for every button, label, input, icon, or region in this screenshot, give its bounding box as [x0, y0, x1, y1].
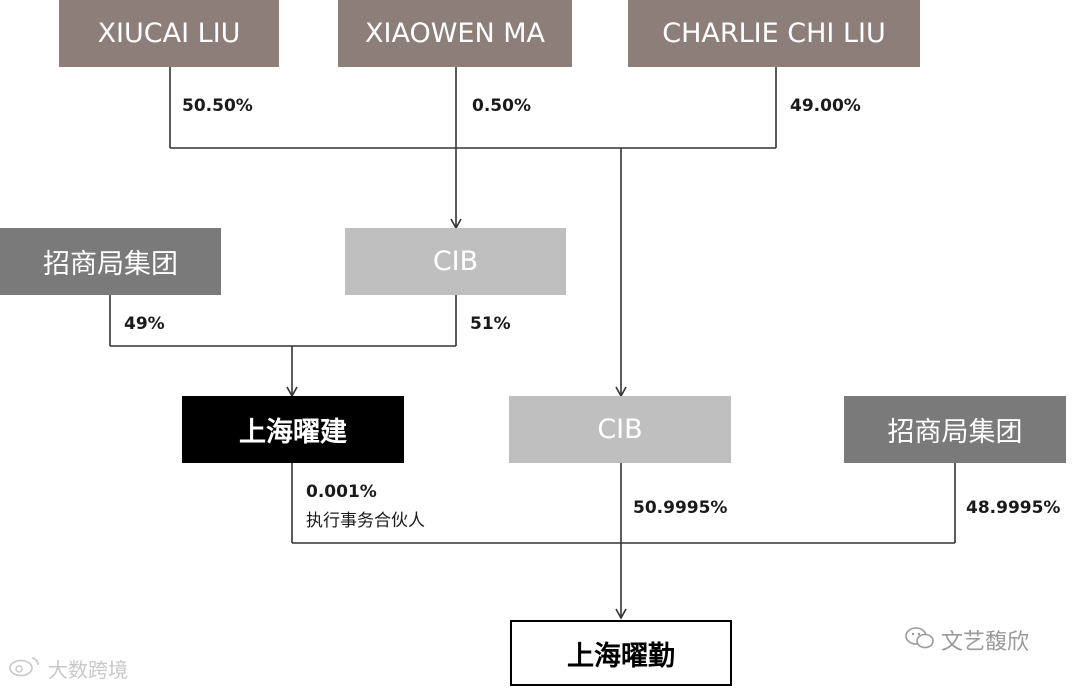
- stake-xiucai: 50.50%: [182, 96, 253, 116]
- stake-xiaowen: 0.50%: [472, 96, 531, 116]
- node-cmg-top: 招商局集团: [0, 228, 221, 295]
- watermark-right: 文艺馥欣: [905, 624, 1029, 656]
- node-shanghai-yaojian: 上海曜建: [182, 396, 404, 463]
- watermark-left: 大数跨境: [8, 654, 128, 683]
- node-cmg-mid: 招商局集团: [844, 396, 1066, 463]
- node-shanghai-yaoqin: 上海曜勤: [510, 620, 732, 686]
- stake-cmg-mid: 48.9995%: [966, 498, 1061, 518]
- stake-cib-mid: 50.9995%: [633, 498, 728, 518]
- weibo-icon: [8, 654, 42, 683]
- node-cib-top: CIB: [345, 228, 566, 295]
- wechat-icon: [905, 626, 935, 655]
- node-xiaowen-ma: XIAOWEN MA: [338, 0, 572, 67]
- stake-cmg-top: 49%: [124, 314, 165, 334]
- role-yaojian: 执行事务合伙人: [306, 511, 425, 531]
- node-cib-mid: CIB: [509, 396, 731, 463]
- watermark-right-text: 文艺馥欣: [941, 630, 1030, 655]
- stake-charlie: 49.00%: [790, 96, 861, 116]
- stake-cib-top: 51%: [470, 314, 511, 334]
- stake-yaojian: 0.001%: [306, 482, 377, 502]
- node-charlie-chi-liu: CHARLIE CHI LIU: [628, 0, 920, 67]
- watermark-left-text: 大数跨境: [48, 658, 128, 682]
- node-xiucai-liu: XIUCAI LIU: [59, 0, 279, 67]
